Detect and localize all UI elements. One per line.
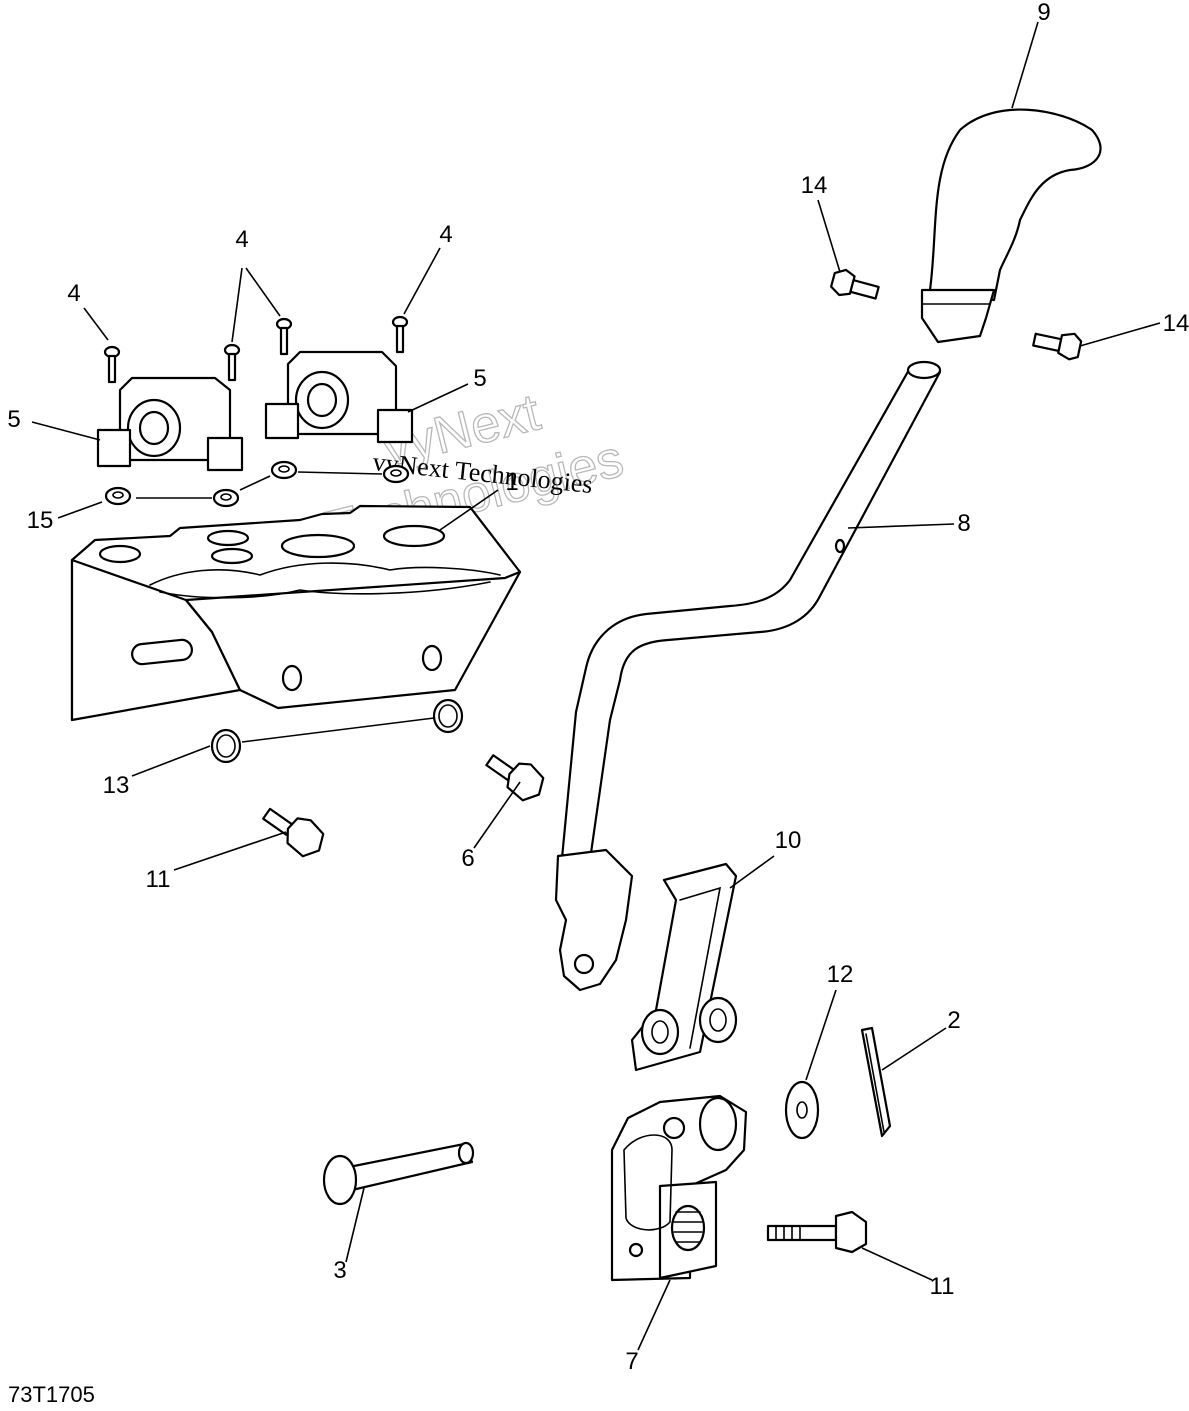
callout-11-upper: 11 xyxy=(146,866,171,893)
callout-3: 3 xyxy=(333,1257,346,1284)
cotter-pin xyxy=(860,1026,892,1138)
shift-lever xyxy=(554,360,942,992)
callout-5-left: 5 xyxy=(7,406,20,433)
callout-11-lower: 11 xyxy=(930,1273,955,1300)
shift-bracket xyxy=(70,504,522,722)
bolt-11-lower xyxy=(766,1210,868,1254)
callout-10: 10 xyxy=(775,827,802,854)
callout-13: 13 xyxy=(103,772,130,799)
o-ring-washers xyxy=(210,698,464,764)
spring-clip xyxy=(630,862,738,1072)
clevis-pin xyxy=(322,1141,475,1206)
callout-4-middle: 4 xyxy=(235,226,248,253)
callout-8: 8 xyxy=(957,510,970,537)
callout-4-right: 4 xyxy=(439,221,452,248)
callout-5-right: 5 xyxy=(473,365,486,392)
mount-screws xyxy=(103,315,409,384)
callout-4-left: 4 xyxy=(67,280,80,307)
shift-knob xyxy=(920,108,1102,344)
callout-14-lower: 14 xyxy=(1163,310,1189,337)
callout-15: 15 xyxy=(27,507,54,534)
knob-screw-lower xyxy=(1032,332,1083,361)
callout-2: 2 xyxy=(947,1007,960,1034)
figure-id: 73T1705 xyxy=(8,1382,95,1407)
leader-lines xyxy=(31,21,1161,1351)
shift-arm xyxy=(610,1094,748,1282)
callout-9: 9 xyxy=(1037,0,1050,26)
callout-12: 12 xyxy=(827,961,854,988)
flat-washer xyxy=(784,1080,820,1140)
bolt-11-upper xyxy=(262,807,325,858)
flange-nuts xyxy=(104,460,410,508)
callout-1: 1 xyxy=(505,469,518,496)
callout-labels: 9 14 14 4 4 4 5 5 15 1 8 13 11 6 10 12 2… xyxy=(7,0,1189,1375)
bolt-6 xyxy=(485,754,545,802)
callout-7: 7 xyxy=(625,1348,638,1375)
knob-screw-upper xyxy=(830,268,880,300)
isolator-mount-right xyxy=(264,350,414,444)
callout-6: 6 xyxy=(461,845,474,872)
isolator-mount-left xyxy=(96,376,244,472)
callout-14-upper: 14 xyxy=(801,172,828,199)
